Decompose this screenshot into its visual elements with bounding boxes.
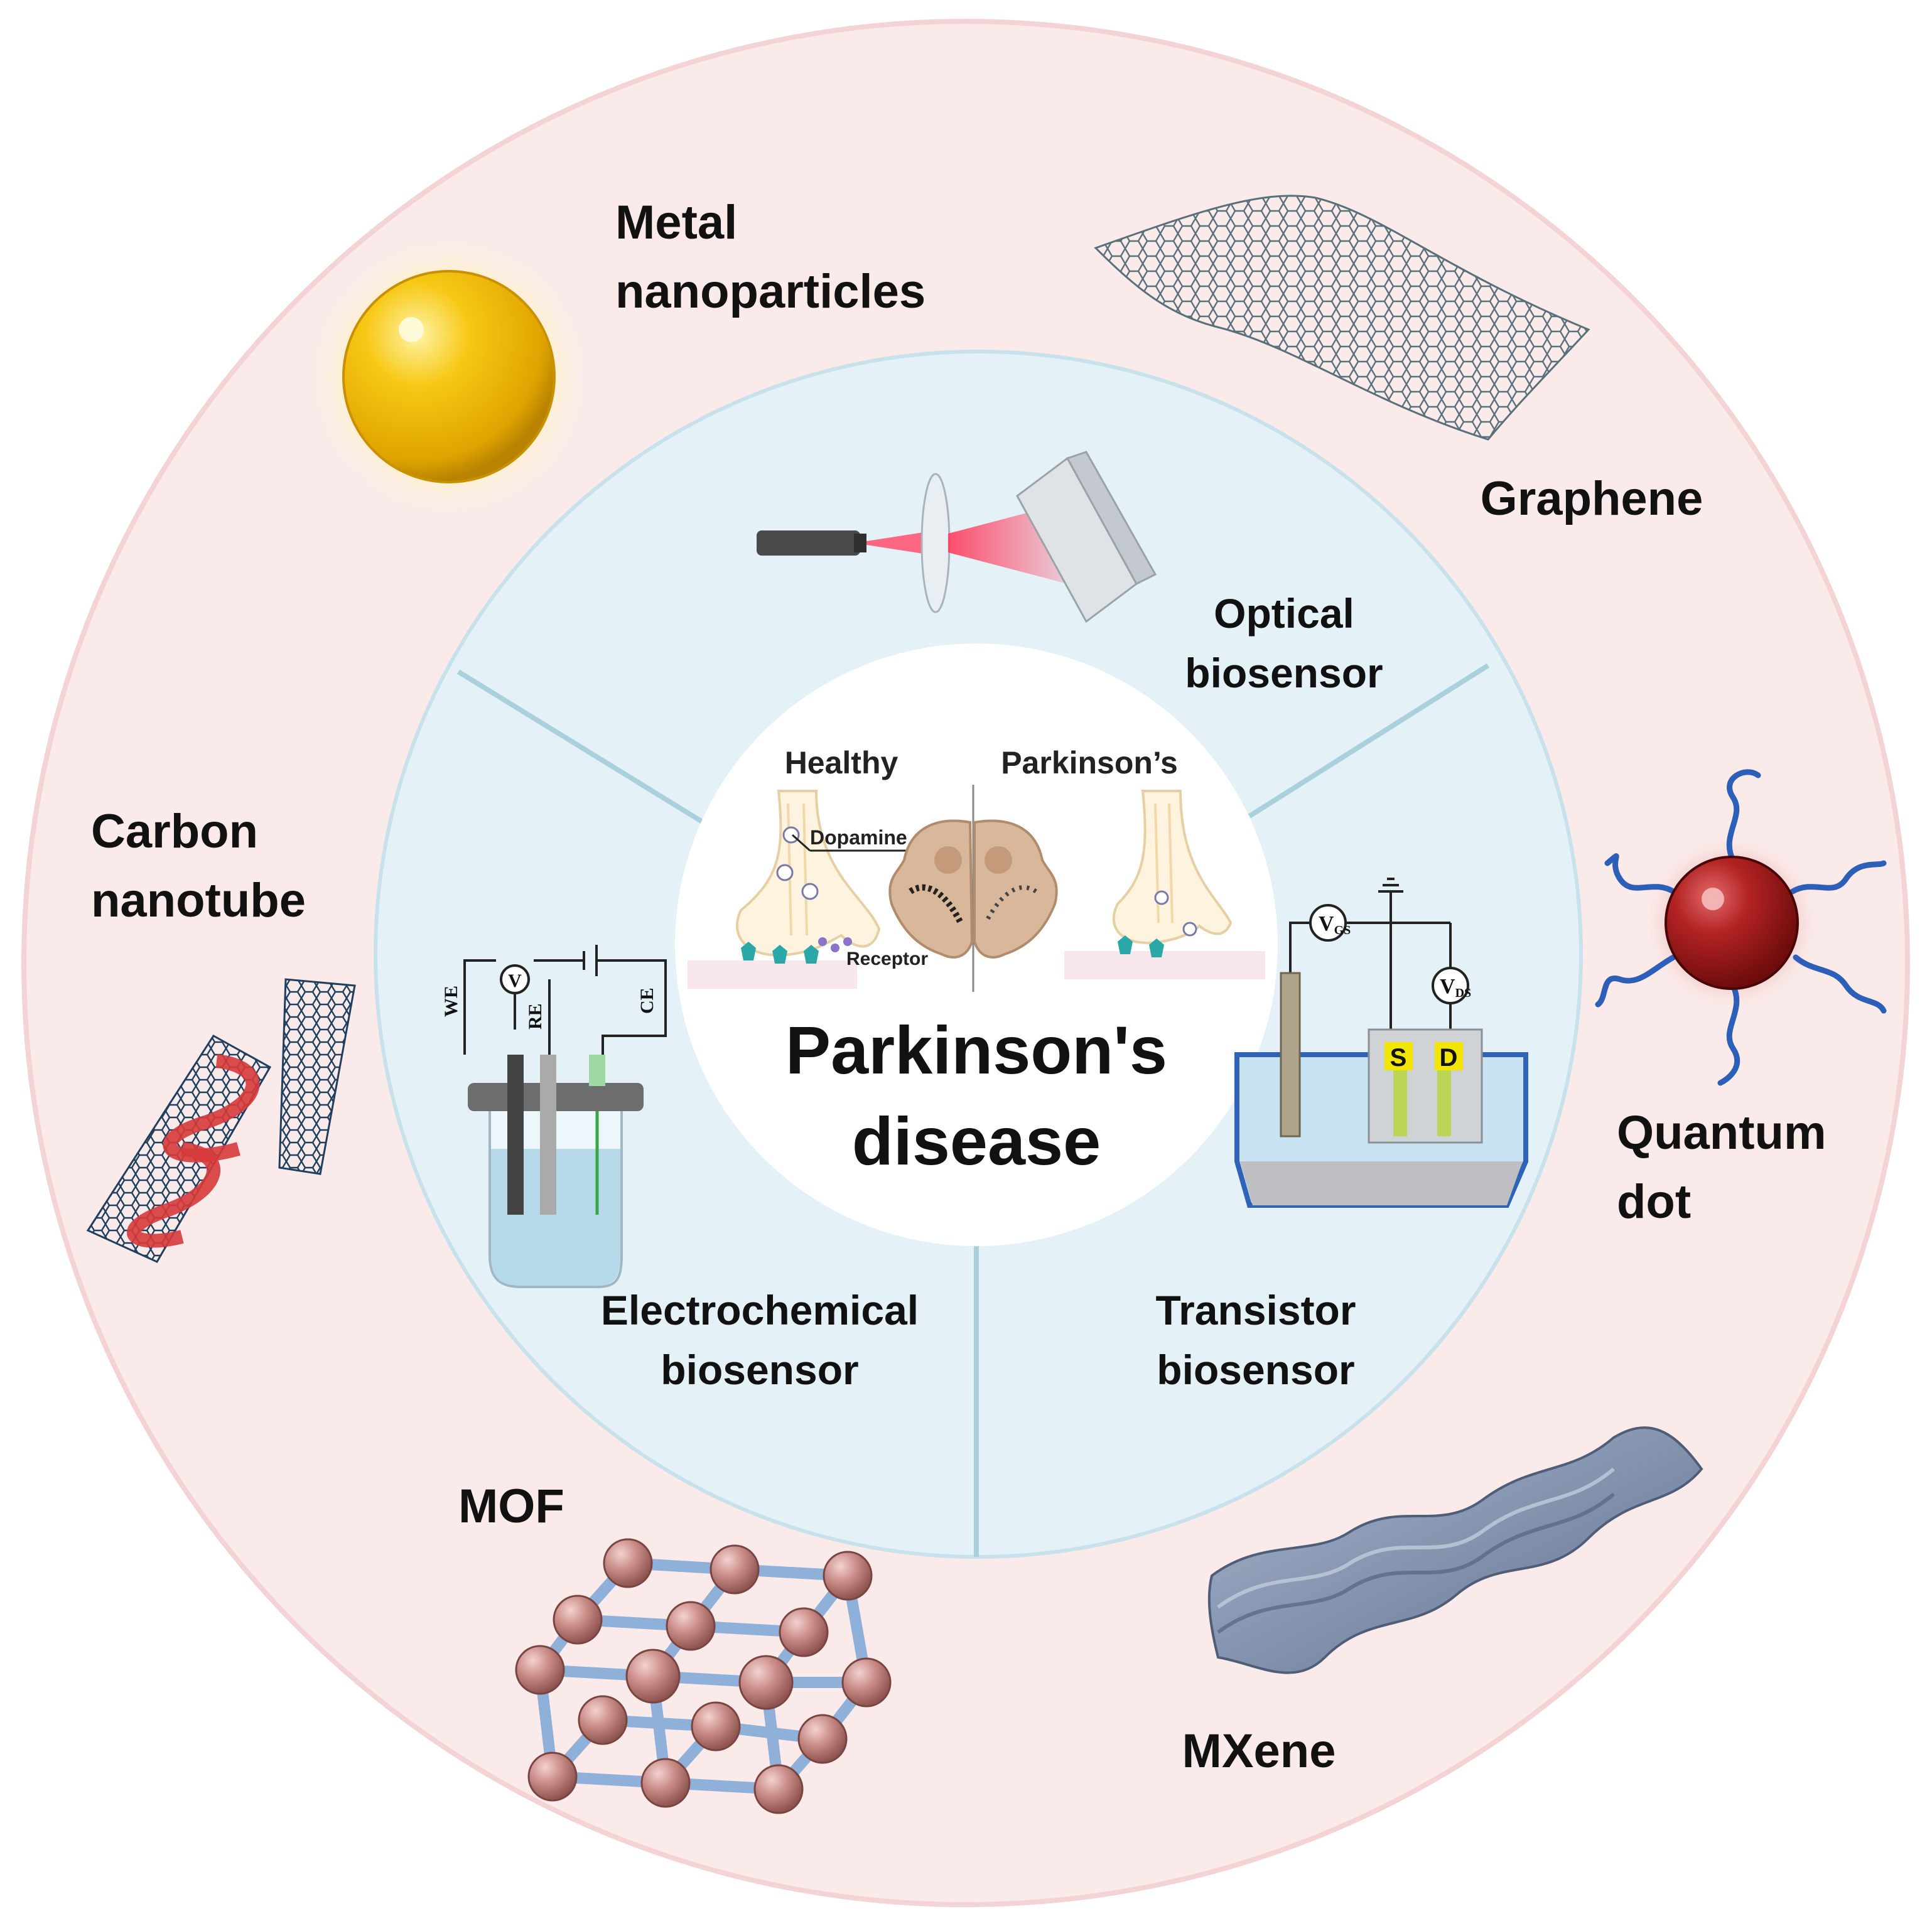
carbon-nanotube-icon: [86, 978, 356, 1263]
dopamine-label: Dopamine: [810, 826, 907, 849]
mof-label: MOF: [458, 1480, 564, 1533]
center-panel: Healthy Parkinson’s Dopamine Receptor: [688, 745, 1265, 1179]
quantum-dot-ligands: [1595, 769, 1887, 1086]
mxene-label: MXene: [1182, 1724, 1336, 1778]
gold-nanoparticle-icon: [342, 270, 556, 483]
laser-setup-icon: [757, 451, 1157, 623]
transistor-setup-icon: VGS VDS S D: [1234, 878, 1528, 1208]
healthy-neuron-icon: [688, 790, 881, 989]
graphene-section: Graphene: [1094, 195, 1703, 525]
healthy-label: Healthy: [785, 745, 899, 780]
we-label: WE: [441, 986, 461, 1017]
quantum-dot-section: Quantum dot: [1595, 769, 1887, 1229]
mxene-section: MXene: [1182, 1426, 1703, 1778]
source-label: S: [1390, 1044, 1407, 1072]
graphene-sheet-icon: [1094, 195, 1590, 441]
electrochemical-label-line1: Electrochemical: [601, 1287, 919, 1333]
drain-label: D: [1440, 1044, 1458, 1072]
mof-section: MOF: [458, 1480, 892, 1814]
metal-nanoparticles-section: Metal nanoparticles: [311, 196, 926, 515]
brain-section-icon: [888, 819, 1058, 959]
receptor-label: Receptor: [846, 949, 928, 969]
quantum-dot-icon: [1665, 856, 1799, 990]
electrochemical-biosensor-section: WE RE CE V Electrochemical biosensor: [441, 945, 919, 1393]
optical-label-line2: biosensor: [1185, 650, 1383, 696]
mof-nodes: [515, 1538, 892, 1814]
center-title-line1: Parkinson's: [785, 1012, 1167, 1088]
center-title-line2: disease: [852, 1103, 1101, 1179]
divider-upper-right: [1248, 663, 1490, 819]
metal-np-label-line1: Metal: [615, 196, 737, 249]
graphene-label: Graphene: [1481, 472, 1703, 525]
dopamine-pointer: [792, 834, 811, 852]
optical-biosensor-section: Optical biosensor: [757, 451, 1383, 696]
divider-upper-left: [456, 669, 705, 825]
cnt-label-line1: Carbon: [91, 805, 258, 858]
qd-label-line1: Quantum: [1617, 1106, 1827, 1159]
carbon-nanotube-section: Carbon nanotube: [86, 805, 356, 1263]
vds-label: VDS: [1440, 975, 1471, 1000]
electrochemical-cell-icon: WE RE CE V: [441, 945, 667, 1288]
cnt-label-line2: nanotube: [91, 874, 306, 927]
transistor-label-line1: Transistor: [1155, 1287, 1356, 1333]
ce-label: CE: [637, 987, 657, 1014]
qd-label-line2: dot: [1617, 1175, 1691, 1229]
parkinsons-neuron-icon: [1064, 790, 1265, 979]
v-label: V: [508, 971, 522, 991]
re-label: RE: [525, 1003, 546, 1030]
parkinsons-label: Parkinson’s: [1001, 745, 1178, 780]
transistor-biosensor-section: VGS VDS S D Transistor biosensor: [1155, 878, 1528, 1393]
transistor-label-line2: biosensor: [1157, 1347, 1354, 1393]
metal-np-label-line2: nanoparticles: [615, 265, 926, 318]
vgs-label: VGS: [1319, 912, 1351, 937]
electrochemical-label-line2: biosensor: [661, 1347, 858, 1393]
optical-label-line1: Optical: [1214, 590, 1354, 637]
